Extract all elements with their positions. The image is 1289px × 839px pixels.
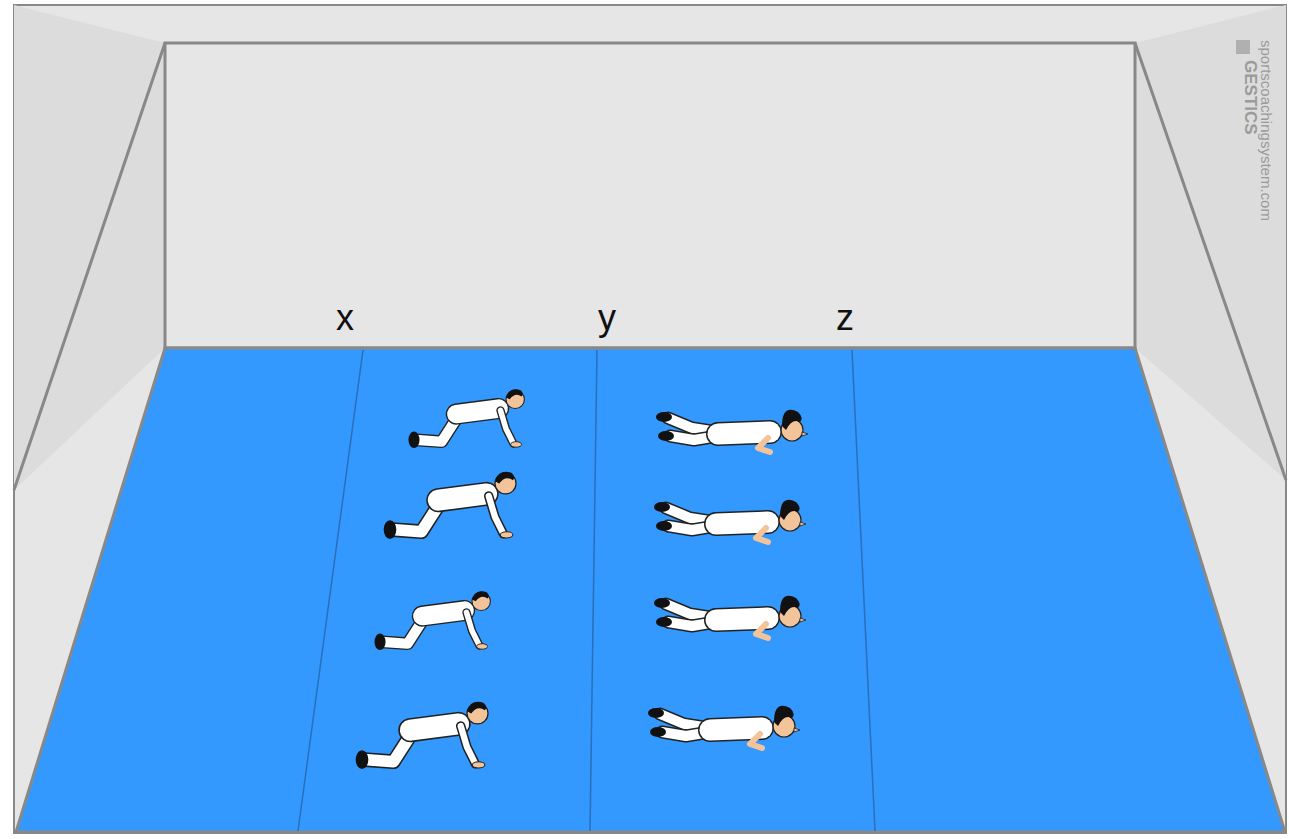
watermark: sportscoachingsystem.com <box>1259 40 1274 221</box>
line-letter: y <box>598 300 616 336</box>
watermark: GESTICS <box>1242 60 1259 135</box>
line-letter: z <box>836 300 854 336</box>
line-letter: x <box>336 300 354 336</box>
